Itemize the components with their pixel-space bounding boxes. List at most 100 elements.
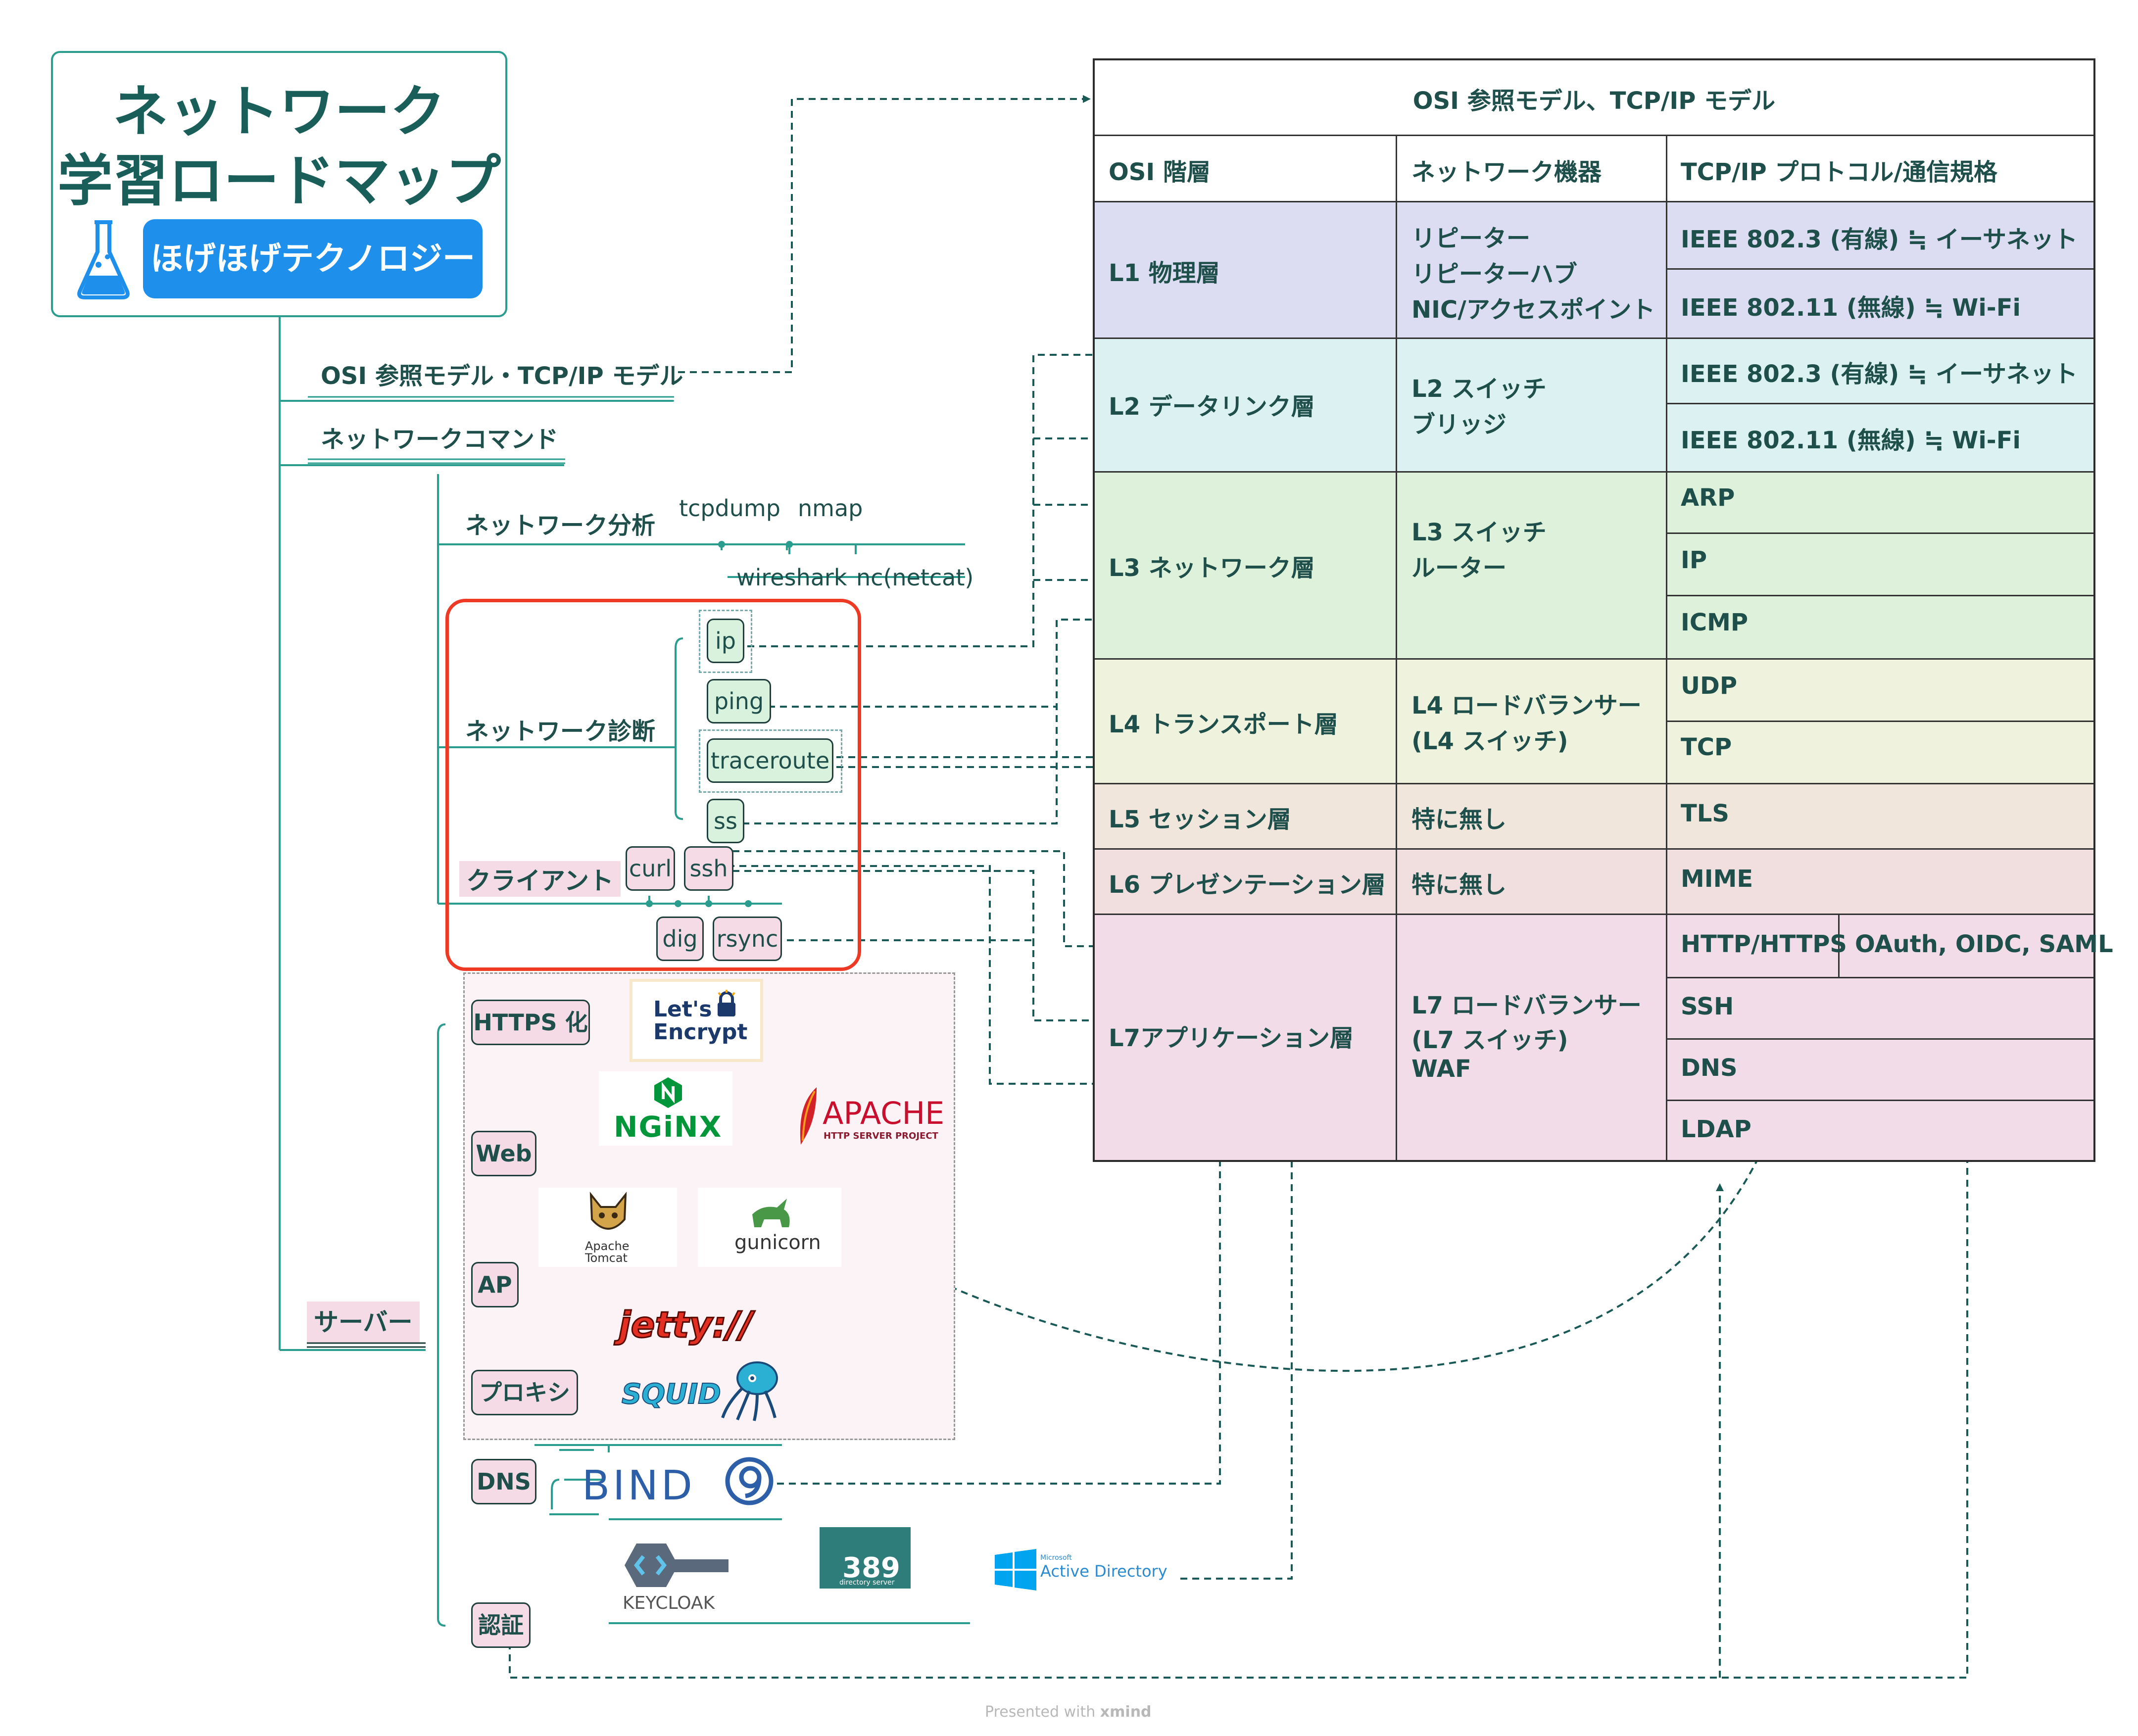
letsencrypt-text-2: Encrypt bbox=[653, 1019, 748, 1045]
header-network-devices: ネットワーク機器 bbox=[1411, 158, 1602, 186]
server-auth-label[interactable]: 認証 bbox=[471, 1602, 531, 1648]
tool-rsync[interactable]: rsync bbox=[713, 916, 782, 961]
device-l7-switch: (L7 スイッチ) bbox=[1411, 1026, 1568, 1054]
layer-name-l2: L2 データリンク層 bbox=[1109, 393, 1315, 421]
title-line-2: 学習ロードマップ bbox=[57, 149, 501, 213]
keycloak-logo: KEYCLOAK bbox=[614, 1542, 732, 1616]
highlight-frame bbox=[445, 599, 861, 971]
organization-badge: ほげほげテクノロジー bbox=[143, 219, 483, 298]
device-repeater: リピーター bbox=[1411, 225, 1531, 252]
osi-table-title: OSI 参照モデル、TCP/IP モデル bbox=[1412, 87, 1776, 115]
apache-feather-icon bbox=[800, 1087, 817, 1145]
server-ap-label[interactable]: AP bbox=[471, 1262, 519, 1307]
branch-network-commands[interactable]: ネットワークコマンド bbox=[321, 426, 559, 453]
device-waf: WAF bbox=[1411, 1055, 1471, 1083]
squid-text: SQUID bbox=[621, 1378, 722, 1411]
title-card: ネットワーク 学習ロードマップ ほげほげテクノロジー bbox=[51, 51, 507, 317]
branch-server[interactable]: サーバー bbox=[307, 1302, 420, 1343]
server-https-label[interactable]: HTTPS 化 bbox=[471, 1000, 590, 1045]
title-line-1: ネットワーク bbox=[113, 80, 445, 144]
ad-small-text: Microsoft bbox=[1040, 1554, 1072, 1562]
tool-tcpdump[interactable]: tcpdump bbox=[679, 495, 780, 522]
protocol-icmp: ICMP bbox=[1681, 609, 1749, 636]
nginx-text: NGiNX bbox=[614, 1110, 723, 1144]
branch-commands-underline bbox=[308, 458, 565, 464]
server-dns-label[interactable]: DNS bbox=[471, 1459, 536, 1504]
osi-row-l1-bg bbox=[1095, 202, 2093, 338]
osi-row-l7-bg bbox=[1095, 915, 2093, 1160]
gunicorn-logo: gunicorn bbox=[698, 1188, 841, 1267]
device-l4-switch: (L4 スイッチ) bbox=[1411, 727, 1568, 755]
flask-icon bbox=[77, 220, 130, 299]
osi-row-l5-bg bbox=[1095, 784, 2093, 849]
protocol-l2-wifi: IEEE 802.11 (無線) ≒ Wi-Fi bbox=[1681, 427, 2021, 454]
protocol-ssh: SSH bbox=[1681, 993, 1734, 1020]
protocol-ip: IP bbox=[1681, 546, 1707, 574]
protocol-l1-wifi: IEEE 802.11 (無線) ≒ Wi-Fi bbox=[1681, 294, 2021, 322]
osi-row-l2-bg bbox=[1095, 338, 2093, 472]
protocol-tls: TLS bbox=[1681, 800, 1729, 827]
lock-icon bbox=[718, 990, 735, 1016]
ip-dashed-frame bbox=[699, 610, 752, 673]
tool-ss[interactable]: ss bbox=[707, 799, 744, 843]
389-text: 389 bbox=[842, 1552, 900, 1584]
footer-presented-with: Presented with bbox=[985, 1703, 1096, 1721]
layer-name-l1: L1 物理層 bbox=[1109, 259, 1220, 287]
nginx-logo: NGiNX bbox=[599, 1071, 732, 1146]
ad-text: Active Directory bbox=[1040, 1562, 1167, 1581]
protocol-l1-ethernet: IEEE 802.3 (有線) ≒ イーサネット bbox=[1681, 226, 2078, 253]
layer-name-l7: L7アプリケーション層 bbox=[1109, 1024, 1354, 1052]
network-analysis-label: ネットワーク分析 bbox=[465, 512, 656, 539]
tool-ping[interactable]: ping bbox=[707, 679, 771, 723]
protocol-oauth-oidc-saml: OAuth, OIDC, SAML bbox=[1855, 930, 2113, 958]
tool-netcat[interactable]: nc(netcat) bbox=[856, 564, 974, 591]
tool-traceroute[interactable]: traceroute bbox=[707, 738, 833, 783]
protocol-arp: ARP bbox=[1681, 484, 1735, 512]
layer-name-l5: L5 セッション層 bbox=[1109, 806, 1291, 833]
device-repeater-hub: リピーターハブ bbox=[1411, 260, 1578, 288]
layer-name-l6: L6 プレゼンテーション層 bbox=[1109, 871, 1386, 899]
keycloak-text: KEYCLOAK bbox=[623, 1593, 715, 1613]
protocol-udp: UDP bbox=[1681, 672, 1737, 700]
branch-server-underline bbox=[307, 1342, 426, 1348]
bind9-nine-icon bbox=[725, 1457, 774, 1505]
device-l4-loadbalancer: L4 ロードバランサー bbox=[1411, 692, 1642, 720]
branch-osi-underline bbox=[308, 396, 674, 402]
branch-osi-model[interactable]: OSI 参照モデル・TCP/IP モデル bbox=[321, 362, 683, 390]
squid-icon bbox=[721, 1361, 778, 1421]
tool-ssh[interactable]: ssh bbox=[684, 846, 733, 891]
device-l6-none: 特に無し bbox=[1411, 871, 1507, 899]
bind-text: BIND bbox=[582, 1462, 695, 1509]
apache-text: APACHE bbox=[823, 1095, 945, 1131]
squid-logo: SQUID bbox=[619, 1358, 787, 1428]
server-proxy-label[interactable]: プロキシ bbox=[471, 1370, 578, 1415]
protocol-mime: MIME bbox=[1681, 865, 1753, 893]
device-l3-switch: L3 スイッチ bbox=[1411, 519, 1547, 546]
tool-nmap[interactable]: nmap bbox=[798, 495, 863, 522]
tool-ip[interactable]: ip bbox=[707, 619, 744, 663]
tool-curl[interactable]: curl bbox=[626, 846, 675, 891]
server-web-label[interactable]: Web bbox=[471, 1131, 536, 1176]
tomcat-logo: Apache Tomcat bbox=[538, 1188, 677, 1267]
letsencrypt-logo: Let's Encrypt bbox=[630, 979, 763, 1062]
389-subtext: directory server bbox=[839, 1579, 895, 1587]
apache-logo: APACHE HTTP SERVER PROJECT bbox=[797, 1086, 945, 1151]
traceroute-dashed-frame bbox=[699, 729, 842, 793]
gunicorn-unicorn-icon bbox=[752, 1199, 790, 1227]
footer-brand: xmind bbox=[1100, 1703, 1152, 1721]
jetty-logo: jetty:// bbox=[618, 1303, 767, 1351]
protocol-tcp: TCP bbox=[1681, 733, 1732, 761]
protocol-dns: DNS bbox=[1681, 1054, 1738, 1082]
osi-row-l6-bg bbox=[1095, 849, 2093, 915]
device-l5-none: 特に無し bbox=[1411, 806, 1507, 833]
device-l7-loadbalancer: L7 ロードバランサー bbox=[1411, 992, 1642, 1019]
tool-wireshark[interactable]: wireshark bbox=[736, 564, 847, 591]
tool-dig[interactable]: dig bbox=[656, 916, 704, 961]
keycloak-hexagon-icon bbox=[625, 1543, 729, 1587]
tomcat-cat-icon bbox=[589, 1191, 627, 1230]
protocol-l2-ethernet: IEEE 802.3 (有線) ≒ イーサネット bbox=[1681, 360, 2078, 388]
jetty-text: jetty:// bbox=[618, 1303, 754, 1347]
apache-subtext: HTTP SERVER PROJECT bbox=[824, 1131, 938, 1141]
layer-name-l4: L4 トランスポート層 bbox=[1109, 711, 1338, 738]
